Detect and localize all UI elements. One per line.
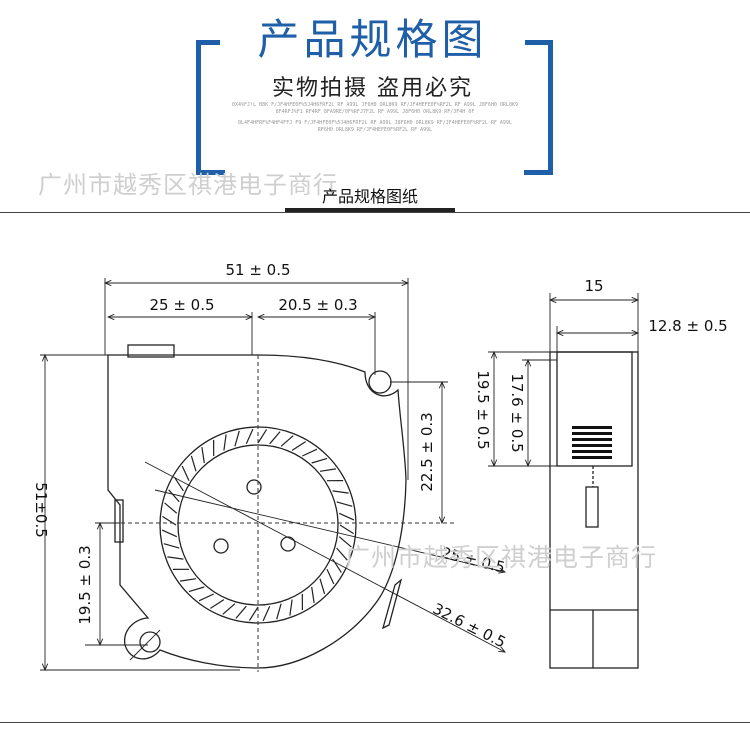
side-body [549, 351, 639, 669]
impeller-blade [174, 477, 184, 492]
fine-print-line: 0L4F4HFRF%F4HF4FFJ F9 F/JF4HFE0F%5J4H6FR… [238, 120, 512, 126]
right-side-tab [381, 578, 403, 630]
impeller-blade [163, 543, 180, 549]
impeller-blade [339, 524, 354, 535]
dim-side-h2: 17.6 ± 0.5 [508, 373, 526, 452]
hub-hole-1 [246, 479, 262, 495]
page-subtitle: 实物拍摄 盗用必究 [272, 76, 473, 101]
header-bracket-right [524, 40, 553, 175]
impeller-blade [269, 431, 281, 445]
watermark-text: 广州市越秀区祺港电子商行 [38, 171, 338, 199]
hub-hole-3 [280, 536, 296, 552]
impeller-blades [161, 428, 355, 622]
side-view [549, 351, 639, 669]
impeller-blade [311, 586, 315, 603]
dim-left-width: 25 ± 0.5 [149, 296, 214, 314]
bottom-divider-line [0, 722, 750, 723]
page-title: 产品规格图 [220, 6, 525, 67]
impeller-blade [319, 468, 336, 472]
impeller-blade [198, 593, 214, 602]
dim-hole-vertical: 22.5 ± 0.3 [418, 412, 436, 491]
hub-hole-2 [213, 538, 229, 554]
impeller-blade [262, 605, 271, 622]
impeller-blade [201, 447, 205, 464]
front-view [107, 344, 407, 669]
dim-side-body: 12.8 ± 0.5 [648, 317, 727, 335]
impeller-blade [188, 586, 205, 593]
left-side-tab [114, 499, 124, 543]
dim-side-width: 15 [584, 277, 603, 295]
section-title: 产品规格图纸 [321, 187, 418, 206]
fan-housing-outline [107, 354, 407, 669]
dim-outer-dia: 32.6 ± 0.5 [430, 600, 509, 652]
dim-line-leader [129, 629, 161, 661]
impeller-blade [222, 603, 236, 615]
impeller-blade [190, 455, 197, 472]
impeller-blade [210, 599, 225, 609]
impeller-blade [280, 435, 294, 447]
header-bracket-left [196, 40, 225, 175]
impeller-blade [235, 605, 247, 619]
dim-side-h1: 19.5 ± 0.5 [474, 370, 492, 449]
impeller-blade [276, 603, 282, 620]
impeller-blade [162, 515, 177, 526]
impeller-inner-ring [177, 444, 339, 606]
section-underline [285, 208, 455, 212]
dim-hole-offset: 20.5 ± 0.3 [278, 296, 357, 314]
dim-overall-height: 51±0.5 [32, 482, 50, 538]
fine-print-line: RF6H0 ORL8K9 RF/JF4HEFE0F%RF2L RF A99L [317, 127, 433, 133]
impeller-blade [181, 465, 190, 481]
impeller-blade [302, 448, 318, 457]
impeller-blade [338, 512, 355, 521]
impeller-blade [319, 578, 326, 595]
dim-line-inner-dia [154, 489, 505, 572]
top-tab [127, 344, 175, 358]
dim-hole-low: 19.5 ± 0.3 [76, 545, 94, 624]
dim-line-outer-dia [144, 461, 505, 652]
impeller-blade [223, 434, 227, 451]
impeller-blade [257, 429, 268, 444]
impeller-blade [332, 558, 342, 573]
impeller-blade [289, 599, 293, 616]
impeller-blade [180, 578, 197, 582]
impeller-blade [234, 430, 240, 447]
impeller-blade [161, 529, 178, 538]
impeller-blade [336, 501, 353, 507]
impeller-blade [326, 569, 335, 585]
impeller-blade [332, 490, 349, 494]
fine-print-line: 8F4RFJ%F1 RF4RF 8FA9RE/0F%RFJ7F2L RF A99… [275, 109, 475, 115]
impeller-blade [311, 457, 328, 464]
dim-overall-width: 51 ± 0.5 [225, 261, 290, 279]
impeller-blade [248, 606, 259, 621]
side-label-plate [585, 486, 599, 528]
mount-hole-top [368, 370, 392, 394]
divider-line [0, 212, 750, 213]
mount-hole-bottom [139, 631, 161, 653]
side-vent-grille [572, 426, 612, 459]
impeller-blade [245, 428, 254, 445]
impeller-blade [167, 556, 184, 560]
watermark-text-overlay: 广州市越秀区祺港电子商行 [345, 543, 658, 572]
impeller-blade [338, 536, 352, 548]
impeller-blade [164, 502, 178, 514]
side-outlet [556, 351, 633, 467]
impeller-blade [336, 547, 348, 561]
fine-print-line: 0X4%FJ!L B8K F/JF4HFE0F%5J4H6FRF2L RF A9… [232, 102, 518, 108]
impeller-blade [291, 441, 306, 451]
impeller-blade [168, 489, 180, 503]
